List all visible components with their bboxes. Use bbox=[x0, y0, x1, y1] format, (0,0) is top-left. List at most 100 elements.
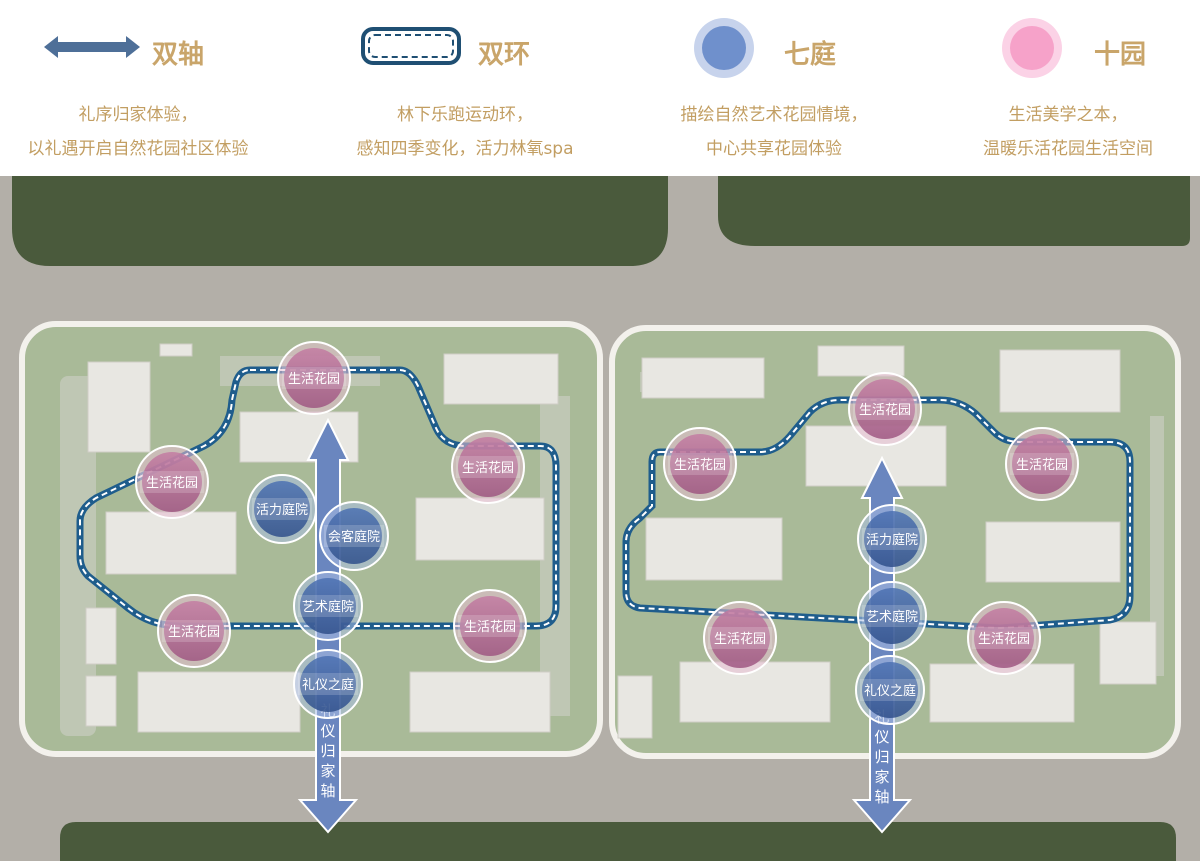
garden-marker-6-fill bbox=[855, 379, 915, 439]
axis-west-char-2: 归 bbox=[320, 742, 335, 760]
legend: 双轴 礼序归家体验， 以礼遇开启自然花园社区体验 双环 林下乐跑运动环， 感知四… bbox=[0, 0, 1200, 176]
garden-marker-0-band bbox=[282, 367, 346, 389]
garden-marker-6-label: 生活花园 bbox=[859, 402, 911, 418]
legend-court-line2: 中心共享花园体验 bbox=[706, 139, 842, 159]
legend-garden-line2: 温暖乐活花园生活空间 bbox=[983, 139, 1153, 159]
green-block-north-west bbox=[12, 176, 668, 266]
green-block-north-east bbox=[718, 176, 1190, 246]
courtyard-marker-6-band bbox=[860, 679, 920, 701]
garden-marker-1-fill bbox=[142, 452, 202, 512]
courtyard-marker-5: 艺术庭院 bbox=[857, 581, 927, 651]
courtyard-marker-2-band bbox=[298, 595, 358, 617]
green-strip-south bbox=[60, 822, 1176, 861]
legend-loop-line1: 林下乐跑运动环， bbox=[397, 105, 533, 125]
garden-marker-4-band bbox=[458, 615, 522, 637]
double-arrow-icon bbox=[44, 36, 140, 58]
courtyard-marker-5-label: 艺术庭院 bbox=[866, 609, 918, 625]
courtyard-marker-3-fill bbox=[300, 656, 356, 712]
garden-marker-3-label: 生活花园 bbox=[168, 624, 220, 640]
garden-marker-6: 生活花园 bbox=[848, 372, 922, 446]
garden-marker-2: 生活花园 bbox=[451, 430, 525, 504]
courtyard-marker-4: 活力庭院 bbox=[857, 504, 927, 574]
legend-garden-line1: 生活美学之本， bbox=[1008, 105, 1128, 125]
loop-icon bbox=[361, 27, 461, 65]
garden-marker-3-fill bbox=[164, 601, 224, 661]
garden-marker-2-band bbox=[456, 456, 520, 478]
garden-marker-5-band bbox=[668, 453, 732, 475]
garden-marker-3-band bbox=[162, 620, 226, 642]
garden-marker-7: 生活花园 bbox=[1005, 427, 1079, 501]
garden-marker-0: 生活花园 bbox=[277, 341, 351, 415]
garden-marker-8: 生活花园 bbox=[703, 601, 777, 675]
garden-marker-5-label: 生活花园 bbox=[674, 457, 726, 473]
legend-axis-desc: 礼序归家体验， 以礼遇开启自然花园社区体验 bbox=[0, 98, 288, 166]
garden-marker-9: 生活花园 bbox=[967, 601, 1041, 675]
axis-west-char-4: 轴 bbox=[320, 782, 335, 800]
legend-axis-title: 双轴 bbox=[152, 40, 205, 70]
courtyard-marker-0-fill bbox=[254, 481, 310, 537]
axis-east-char-2: 归 bbox=[874, 748, 889, 766]
courtyard-marker-1: 会客庭院 bbox=[319, 501, 389, 571]
pink-circle-icon bbox=[1002, 18, 1062, 78]
garden-marker-8-label: 生活花园 bbox=[714, 631, 766, 647]
legend-axis-line2: 以礼遇开启自然花园社区体验 bbox=[27, 139, 249, 159]
courtyard-marker-4-fill bbox=[864, 511, 920, 567]
site-plan: 礼 仪 归 家 轴 礼 仪 归 家 轴 生活花园生活花园生活花园生活花园生活花园… bbox=[0, 176, 1200, 861]
legend-garden: 十园 生活美学之本， 温暖乐活花园生活空间 bbox=[920, 10, 1200, 170]
garden-marker-4-fill bbox=[460, 596, 520, 656]
garden-marker-1-label: 生活花园 bbox=[146, 475, 198, 491]
legend-axis-line1: 礼序归家体验， bbox=[78, 105, 198, 125]
garden-marker-4-label: 生活花园 bbox=[464, 619, 516, 635]
courtyard-marker-0-label: 活力庭院 bbox=[256, 502, 308, 518]
courtyard-marker-3-band bbox=[298, 673, 358, 695]
axis-east-char-3: 家 bbox=[874, 768, 889, 786]
legend-court-line1: 描绘自然艺术花园情境， bbox=[680, 105, 868, 125]
garden-marker-2-label: 生活花园 bbox=[462, 460, 514, 476]
courtyard-marker-3: 礼仪之庭 bbox=[293, 649, 363, 719]
courtyard-marker-6-label: 礼仪之庭 bbox=[864, 683, 916, 699]
courtyard-marker-0-band bbox=[252, 498, 312, 520]
garden-marker-4: 生活花园 bbox=[453, 589, 527, 663]
courtyard-marker-3-label: 礼仪之庭 bbox=[302, 677, 354, 693]
garden-marker-2-fill bbox=[458, 437, 518, 497]
legend-loop-desc: 林下乐跑运动环， 感知四季变化，活力林氧spa bbox=[315, 98, 615, 166]
running-loops bbox=[76, 366, 1134, 632]
blue-circle-icon bbox=[694, 18, 754, 78]
garden-marker-7-band bbox=[1010, 453, 1074, 475]
legend-loop-title: 双环 bbox=[478, 40, 531, 70]
courtyard-marker-1-label: 会客庭院 bbox=[328, 529, 380, 545]
legend-axis: 双轴 礼序归家体验， 以礼遇开启自然花园社区体验 bbox=[0, 10, 300, 170]
garden-marker-7-label: 生活花园 bbox=[1016, 457, 1068, 473]
legend-loop-line2: 感知四季变化，活力林氧spa bbox=[356, 139, 574, 159]
courtyard-marker-4-label: 活力庭院 bbox=[866, 532, 918, 548]
courtyard-marker-5-fill bbox=[864, 588, 920, 644]
garden-marker-8-fill bbox=[710, 608, 770, 668]
legend-court-desc: 描绘自然艺术花园情境， 中心共享花园体验 bbox=[624, 98, 924, 166]
garden-marker-0-label: 生活花园 bbox=[288, 371, 340, 387]
courtyard-marker-2: 艺术庭院 bbox=[293, 571, 363, 641]
legend-loop: 双环 林下乐跑运动环， 感知四季变化，活力林氧spa bbox=[320, 10, 620, 170]
legend-garden-desc: 生活美学之本， 温暖乐活花园生活空间 bbox=[918, 98, 1200, 166]
axis-west-char-1: 仪 bbox=[320, 722, 335, 740]
axis-east-char-4: 轴 bbox=[874, 788, 889, 806]
garden-marker-9-fill bbox=[974, 608, 1034, 668]
garden-marker-6-band bbox=[853, 398, 917, 420]
garden-marker-3: 生活花园 bbox=[157, 594, 231, 668]
courtyard-marker-4-band bbox=[862, 528, 922, 550]
courtyard-marker-6: 礼仪之庭 bbox=[855, 655, 925, 725]
axis-east-char-1: 仪 bbox=[874, 728, 889, 746]
garden-marker-9-label: 生活花园 bbox=[978, 631, 1030, 647]
garden-marker-1-band bbox=[140, 471, 204, 493]
courtyard-marker-2-fill bbox=[300, 578, 356, 634]
legend-garden-title: 十园 bbox=[1094, 40, 1147, 70]
garden-marker-5-fill bbox=[670, 434, 730, 494]
legend-court-title: 七庭 bbox=[784, 40, 837, 70]
garden-marker-5: 生活花园 bbox=[663, 427, 737, 501]
garden-marker-9-band bbox=[972, 627, 1036, 649]
axis-west-char-3: 家 bbox=[320, 762, 335, 780]
courtyard-marker-5-band bbox=[862, 605, 922, 627]
garden-marker-7-fill bbox=[1012, 434, 1072, 494]
legend-court: 七庭 描绘自然艺术花园情境， 中心共享花园体验 bbox=[620, 10, 920, 170]
courtyard-marker-1-band bbox=[324, 525, 384, 547]
